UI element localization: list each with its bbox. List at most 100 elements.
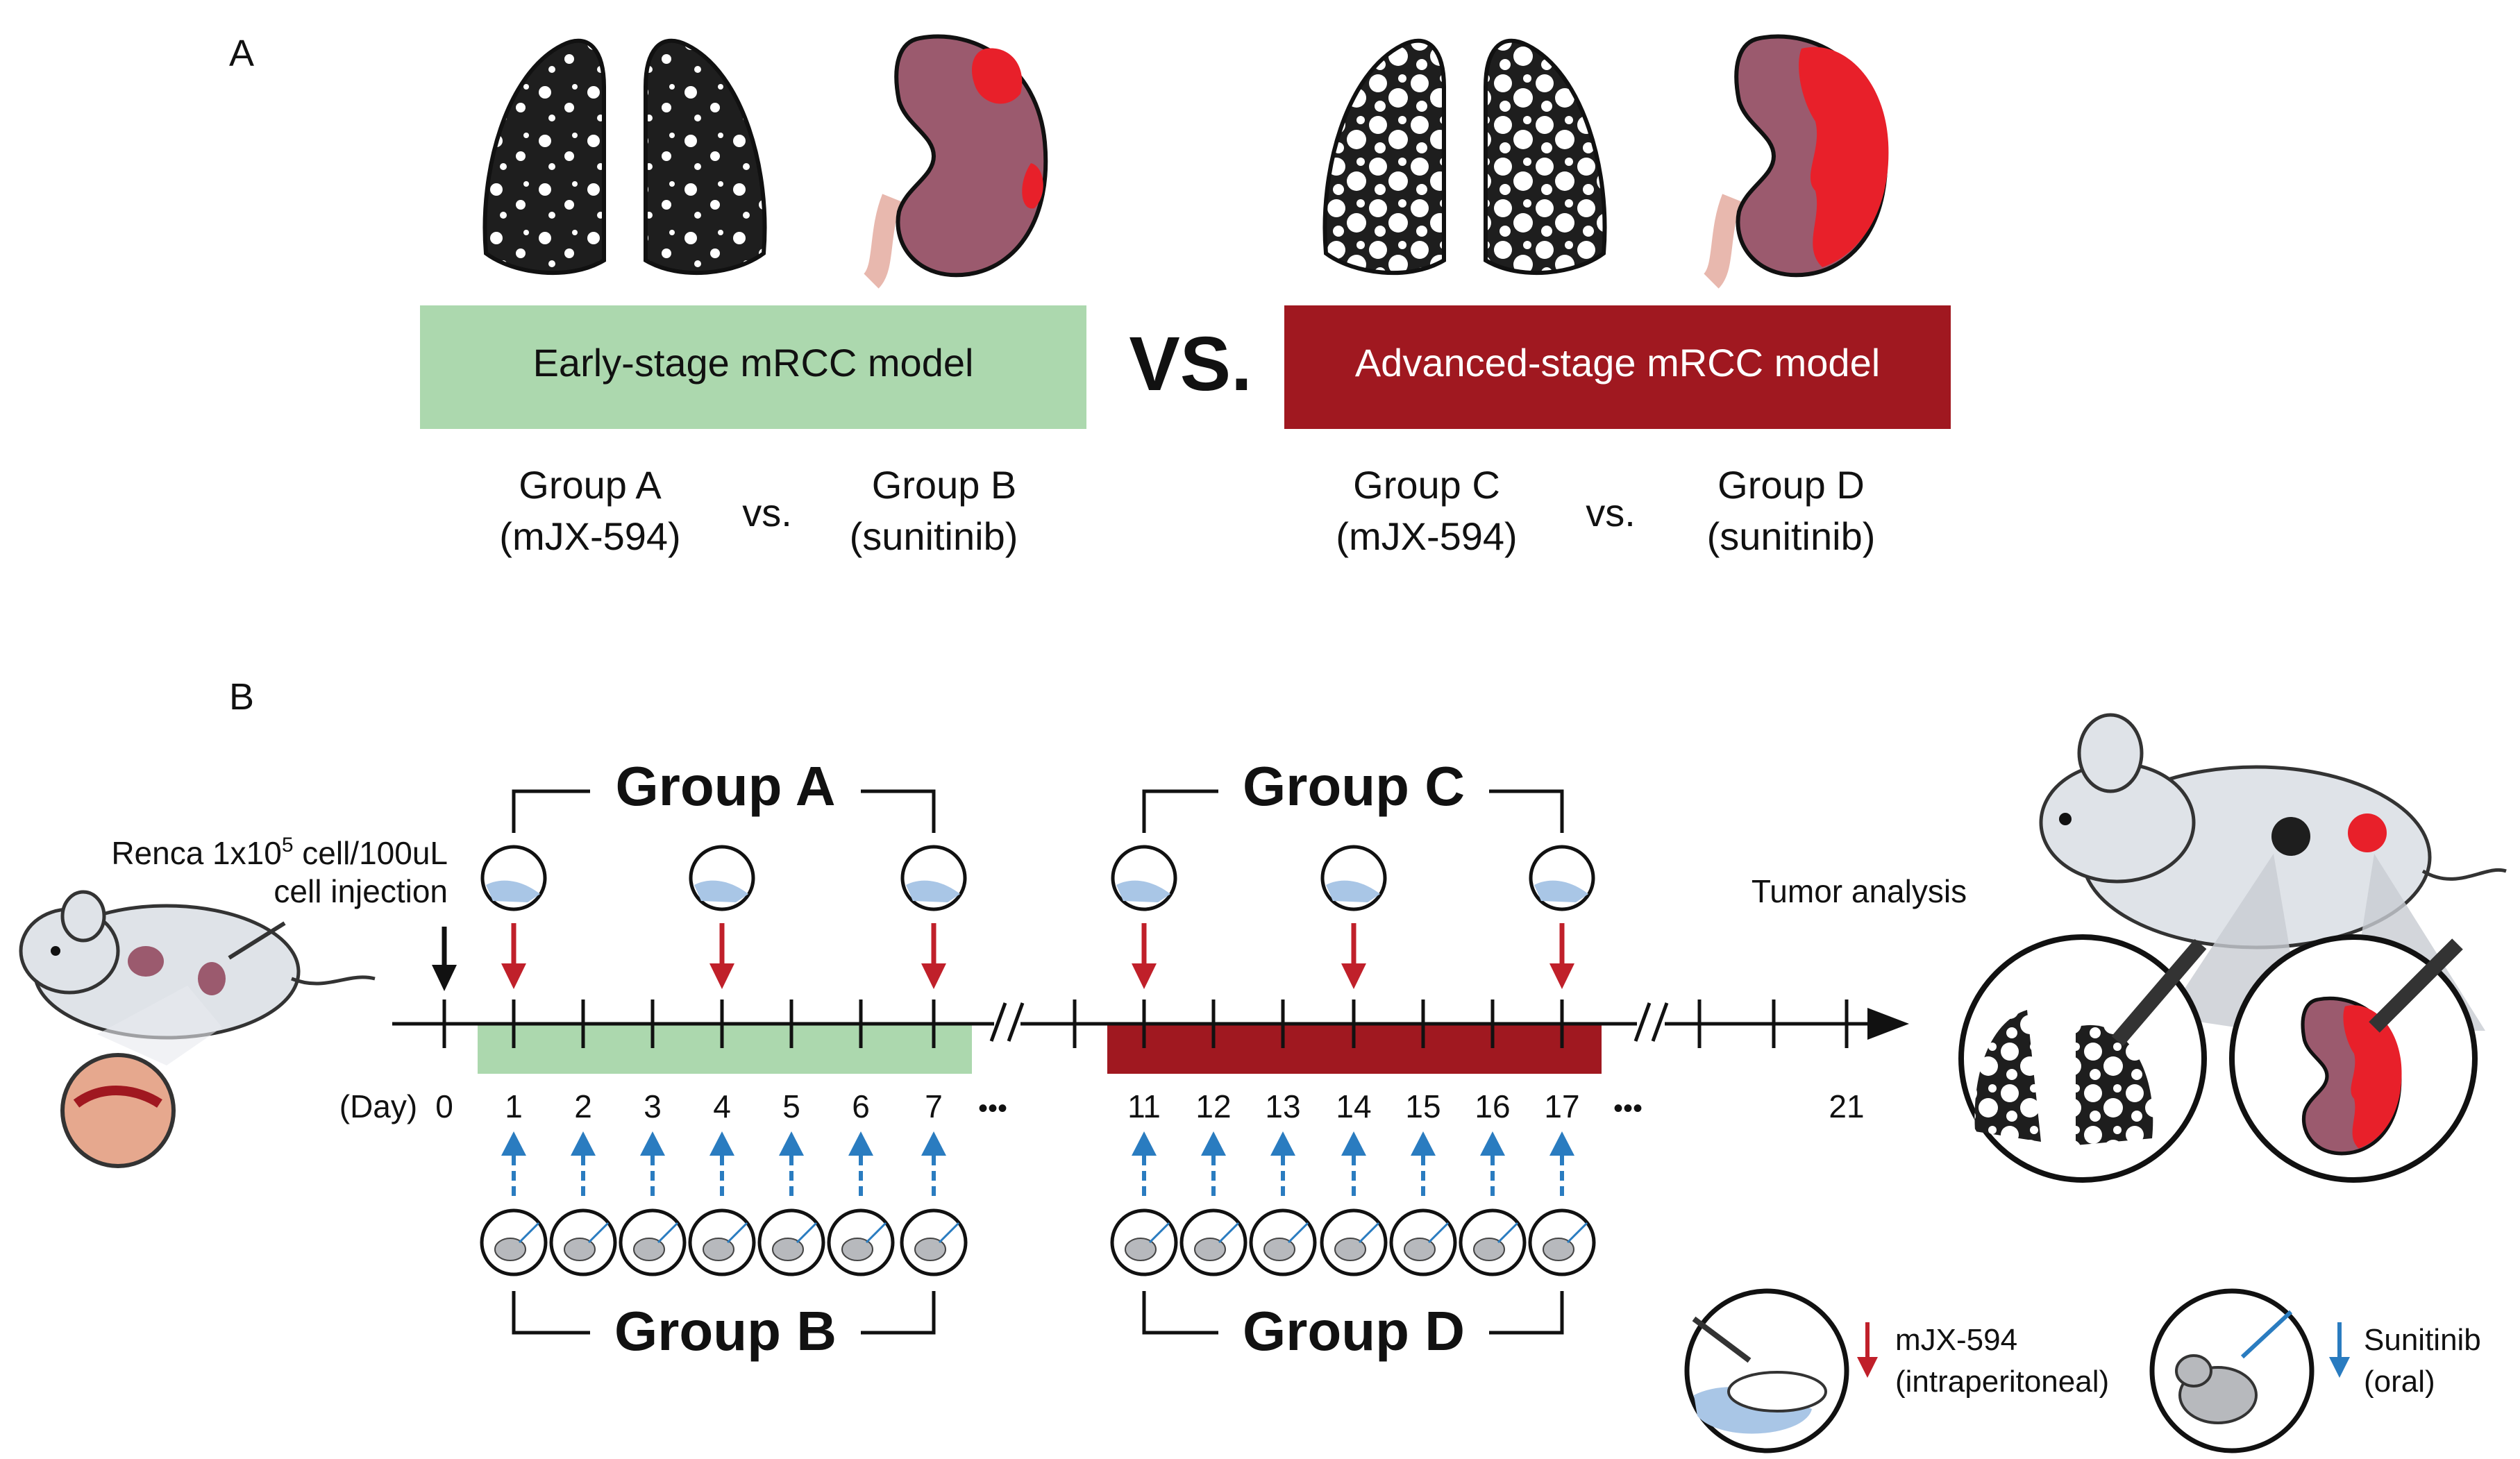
day-label-5: 5 bbox=[782, 1088, 800, 1124]
oral-gavage-mouse bbox=[1263, 1238, 1295, 1261]
group-d-title: Group D bbox=[1243, 1300, 1465, 1362]
axis-break-2 bbox=[1633, 1002, 1669, 1042]
blue-arrowhead bbox=[1480, 1131, 1505, 1156]
day-label-16: 16 bbox=[1475, 1088, 1510, 1124]
oral-gavage-mouse bbox=[494, 1238, 526, 1261]
oral-gavage-needle bbox=[1218, 1222, 1240, 1244]
red-arrowhead bbox=[1132, 963, 1157, 989]
day-label-11: 11 bbox=[1127, 1088, 1161, 1124]
blue-arrowhead bbox=[779, 1131, 804, 1156]
legend-mjx-label: mJX-594 bbox=[1895, 1323, 2017, 1357]
blue-arrowhead bbox=[1411, 1131, 1436, 1156]
oral-gavage-mouse bbox=[914, 1238, 946, 1261]
day-label-3: 3 bbox=[644, 1088, 662, 1124]
ellipsis-1: ••• bbox=[978, 1093, 1007, 1124]
vs-big-label: VS. bbox=[1129, 321, 1252, 407]
axis-break-1 bbox=[989, 1002, 1025, 1042]
blue-arrowhead bbox=[1341, 1131, 1366, 1156]
oral-gavage-needle bbox=[1358, 1222, 1380, 1244]
group-c-bracket bbox=[1142, 789, 1564, 833]
oral-gavage-needle bbox=[1427, 1222, 1450, 1244]
ip-injection-hand bbox=[1116, 880, 1170, 902]
blue-arrowhead bbox=[1549, 1131, 1574, 1156]
blue-arrowhead bbox=[501, 1131, 526, 1156]
oral-gavage-needle bbox=[865, 1222, 887, 1244]
injection-label-2: cell injection bbox=[274, 873, 448, 909]
tumor-analysis-label: Tumor analysis bbox=[1752, 873, 1967, 909]
group-a-drug: (mJX-594) bbox=[499, 514, 680, 558]
early-stage-label: Early-stage mRCC model bbox=[533, 341, 974, 385]
sunitinib-dosing-arrows bbox=[480, 1131, 1596, 1276]
mjx594-dosing-arrows bbox=[480, 845, 1595, 989]
early-lungs-icon bbox=[485, 41, 764, 273]
day-label-1: 1 bbox=[505, 1088, 523, 1124]
ip-injection-hand bbox=[486, 880, 540, 902]
blue-arrowhead bbox=[709, 1131, 734, 1156]
injection-label-1: Renca 1x105 cell/100uL bbox=[111, 834, 448, 871]
legend-sunitinib: Sunitinib (oral) bbox=[2149, 1288, 2481, 1453]
early-stage-bar bbox=[420, 305, 1086, 429]
day-label-14: 14 bbox=[1336, 1088, 1371, 1124]
injection-text-a: Renca 1x10 bbox=[111, 835, 282, 871]
day-label-21: 21 bbox=[1829, 1088, 1864, 1124]
group-c-drug: (mJX-594) bbox=[1336, 514, 1517, 558]
advanced-lungs-icon bbox=[1325, 41, 1604, 273]
advanced-stage-label: Advanced-stage mRCC model bbox=[1355, 341, 1880, 385]
lung-closeup-icon bbox=[1958, 934, 2207, 1183]
oral-gavage-mouse bbox=[841, 1238, 873, 1261]
group-a-title: Group A bbox=[616, 755, 836, 817]
mouse-injection-icon bbox=[19, 890, 376, 1168]
day-label-15: 15 bbox=[1405, 1088, 1440, 1124]
panel-label-b: B bbox=[229, 676, 254, 718]
day-label-4: 4 bbox=[713, 1088, 731, 1124]
blue-arrowhead bbox=[1270, 1131, 1295, 1156]
day-axis-label: (Day) bbox=[339, 1088, 417, 1124]
legend-mjx-route: (intraperitoneal) bbox=[1895, 1365, 2109, 1399]
day-label-12: 12 bbox=[1195, 1088, 1231, 1124]
ip-injection-hand bbox=[694, 880, 748, 902]
early-treatment-window bbox=[478, 1024, 972, 1074]
early-kidney-icon bbox=[863, 37, 1045, 289]
day-label-17: 17 bbox=[1544, 1088, 1579, 1124]
red-arrowhead bbox=[501, 963, 526, 989]
legend-sun-route: (oral) bbox=[2364, 1365, 2435, 1399]
group-c-title: Group C bbox=[1243, 755, 1465, 817]
day-label-0: 0 bbox=[435, 1088, 453, 1124]
blue-arrowhead bbox=[1201, 1131, 1226, 1156]
day-label-13: 13 bbox=[1265, 1088, 1300, 1124]
ip-injection-hand bbox=[1326, 880, 1380, 902]
group-a-label: Group A bbox=[519, 463, 662, 507]
group-d-bracket bbox=[1142, 1291, 1564, 1335]
oral-gavage-needle bbox=[1148, 1222, 1170, 1244]
day-label-2: 2 bbox=[574, 1088, 592, 1124]
blue-arrowhead bbox=[640, 1131, 665, 1156]
oral-gavage-mouse bbox=[1125, 1238, 1157, 1261]
oral-gavage-mouse bbox=[564, 1238, 596, 1261]
ip-injection-hand bbox=[1534, 880, 1588, 902]
timeline-ticks bbox=[442, 1000, 1849, 1048]
blue-arrowhead bbox=[571, 1131, 596, 1156]
legend-mjx594: mJX-594 (intraperitoneal) bbox=[1684, 1288, 2109, 1453]
red-arrowhead bbox=[1549, 963, 1574, 989]
oral-gavage-mouse bbox=[1543, 1238, 1574, 1261]
panel-label-a: A bbox=[229, 33, 254, 74]
day-label-7: 7 bbox=[925, 1088, 943, 1124]
group-b-bracket bbox=[512, 1291, 936, 1335]
oral-gavage-needle bbox=[1566, 1222, 1588, 1244]
group-b-label: Group B bbox=[872, 463, 1017, 507]
kidney-closeup-icon bbox=[2229, 934, 2478, 1183]
blue-arrowhead bbox=[921, 1131, 946, 1156]
oral-gavage-mouse bbox=[1473, 1238, 1505, 1261]
oral-gavage-mouse bbox=[1404, 1238, 1436, 1261]
oral-gavage-mouse bbox=[1334, 1238, 1366, 1261]
injection-superscript: 5 bbox=[282, 834, 294, 857]
legend-sun-label: Sunitinib bbox=[2364, 1323, 2481, 1357]
day-label-6: 6 bbox=[852, 1088, 870, 1124]
oral-gavage-mouse bbox=[1194, 1238, 1226, 1261]
blue-arrowhead bbox=[1132, 1131, 1157, 1156]
oral-gavage-needle bbox=[657, 1222, 679, 1244]
group-d-label: Group D bbox=[1717, 463, 1865, 507]
